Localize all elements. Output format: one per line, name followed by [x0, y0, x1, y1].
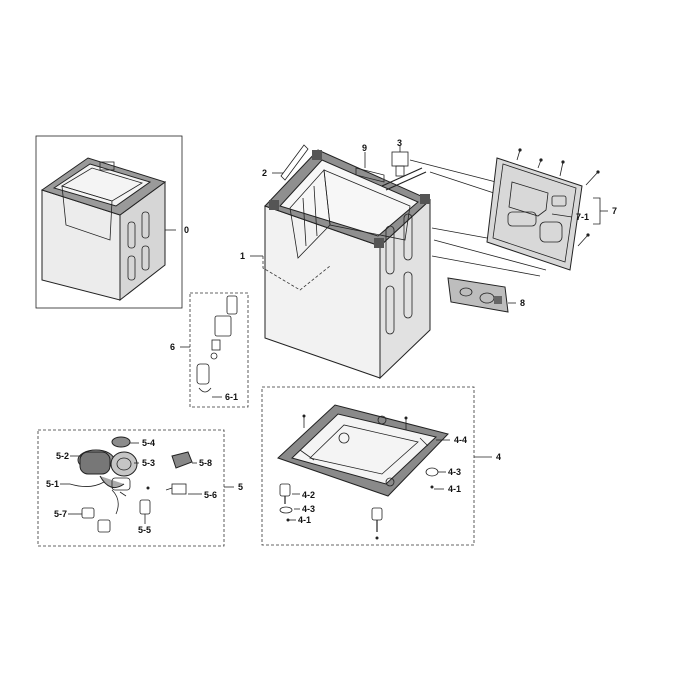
label-3: 3 [397, 138, 402, 148]
assembly-0-frame [35, 135, 183, 309]
label-4: 4 [496, 452, 501, 462]
part-9-strip: 9 [355, 143, 427, 191]
label-5-5: 5-5 [138, 525, 151, 535]
assembly-4-base: 4-2 4-3 4-1 4-3 4-1 4-4 4 [261, 386, 501, 546]
label-9: 9 [362, 143, 367, 153]
label-6: 6 [170, 342, 175, 352]
assembly-4-frame [261, 386, 475, 546]
assembly-6-frame [189, 292, 249, 408]
part-3-bracket: 3 [391, 138, 409, 177]
label-7: 7 [612, 206, 617, 216]
assembly-5-pump: 5-1 5-2 5-4 5-3 5-7 5-5 5-8 5-6 5 [37, 429, 243, 547]
label-5-8: 5-8 [199, 458, 212, 468]
label-4-1-left: 4-1 [298, 515, 311, 525]
label-8: 8 [520, 298, 525, 308]
part-8-plate: 8 [447, 277, 525, 313]
part-2-rail: 2 [262, 144, 309, 181]
label-5-6: 5-6 [204, 490, 217, 500]
label-5-3: 5-3 [142, 458, 155, 468]
label-5-1: 5-1 [46, 479, 59, 489]
label-5: 5 [238, 482, 243, 492]
label-2: 2 [262, 168, 267, 178]
label-1: 1 [240, 251, 245, 261]
assembly-7-back-panel: 7 7-1 [486, 148, 617, 271]
label-4-4: 4-4 [454, 435, 467, 445]
label-5-2: 5-2 [56, 451, 69, 461]
assembly-6-hose: 6 6-1 [170, 292, 249, 408]
label-6-1: 6-1 [225, 392, 238, 402]
label-4-2: 4-2 [302, 490, 315, 500]
label-4-3-right: 4-3 [448, 467, 461, 477]
label-4-3-left: 4-3 [302, 504, 315, 514]
assembly-0-reference-cabinet: 0 [35, 135, 189, 309]
assembly-1-cabinet: 1 [240, 149, 431, 380]
label-5-7: 5-7 [54, 509, 67, 519]
assembly-5-frame [37, 429, 225, 547]
label-5-4: 5-4 [142, 438, 155, 448]
label-0: 0 [184, 225, 189, 235]
label-7-1: 7-1 [576, 212, 589, 222]
label-4-1-right: 4-1 [448, 484, 461, 494]
